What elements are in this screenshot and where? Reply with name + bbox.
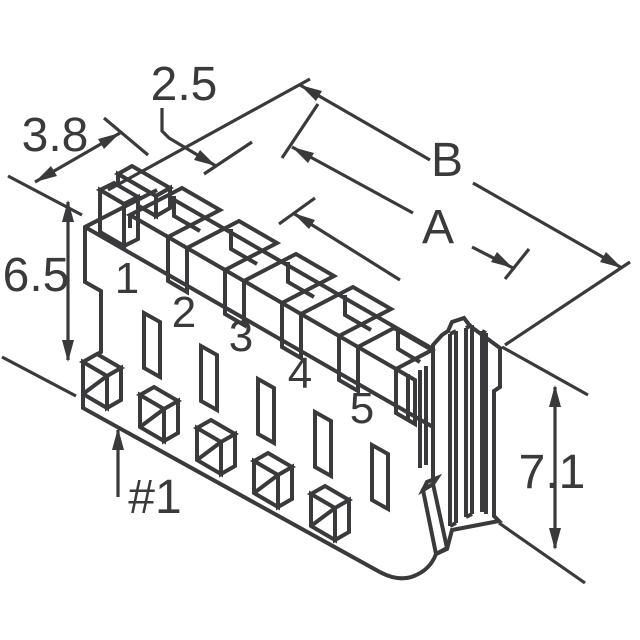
arrow-b-right xyxy=(600,252,622,268)
extension-line-depth-upper xyxy=(102,116,150,157)
dim-b-line xyxy=(299,83,623,270)
extension-line-top-left xyxy=(7,174,83,217)
dim-a-line xyxy=(291,145,514,270)
arrow-71-bottom xyxy=(549,528,561,550)
cavity-openings xyxy=(125,185,437,382)
extension-line-a-right xyxy=(503,248,531,280)
dim-b-label: B xyxy=(431,134,463,187)
arrow-65-top xyxy=(62,200,74,222)
dim-7-1-label: 7.1 xyxy=(519,446,586,499)
arrow-a-right xyxy=(491,252,513,268)
arrow-b-left xyxy=(300,85,322,101)
arrow-depth-up xyxy=(98,133,120,149)
arrowheads xyxy=(35,85,622,550)
pin-number-3: 3 xyxy=(229,312,253,361)
arrow-71-top xyxy=(549,385,561,407)
pin-number-1: 1 xyxy=(115,254,139,303)
arrow-pitch-left xyxy=(194,150,216,166)
dimension-labels: 2.5 3.8 6.5 B A 7.1 #1 xyxy=(3,58,586,524)
dim-2-5-label: 2.5 xyxy=(151,58,218,111)
latch-blade xyxy=(418,473,450,558)
dim-3-8-label: 3.8 xyxy=(22,109,89,162)
top-front-edge xyxy=(84,225,434,429)
pin-number-4: 4 xyxy=(288,349,312,398)
extension-line-71-bottom xyxy=(498,521,586,585)
end-plate-ribs xyxy=(406,323,488,528)
arrow-pitch-right xyxy=(293,213,315,229)
arrow-a-left xyxy=(292,147,314,163)
pin1-marker-label: #1 xyxy=(128,471,181,524)
extension-line-71-top xyxy=(501,345,589,397)
pin-number-2: 2 xyxy=(172,288,196,337)
bottom-feet xyxy=(79,351,353,544)
arrow-depth-down xyxy=(35,166,57,182)
pin-number-labels: 1 2 3 4 5 xyxy=(115,254,374,433)
top-left-edge xyxy=(84,188,158,229)
dim-a-label: A xyxy=(422,201,454,254)
arrow-pin1 xyxy=(112,428,124,450)
dim-6-5-label: 6.5 xyxy=(3,249,70,302)
front-slots xyxy=(142,309,390,513)
pin-number-5: 5 xyxy=(350,384,374,433)
extension-line-b-left xyxy=(107,77,311,192)
extension-line-b-right xyxy=(504,260,631,347)
extension-line-pitch-left xyxy=(203,140,253,176)
cavity-walls xyxy=(166,233,417,428)
extension-line-a-left xyxy=(280,103,320,159)
arrow-65-bottom xyxy=(62,340,74,362)
extension-line-bottom-left xyxy=(1,355,77,398)
extension-line-pitch-right xyxy=(278,196,316,226)
